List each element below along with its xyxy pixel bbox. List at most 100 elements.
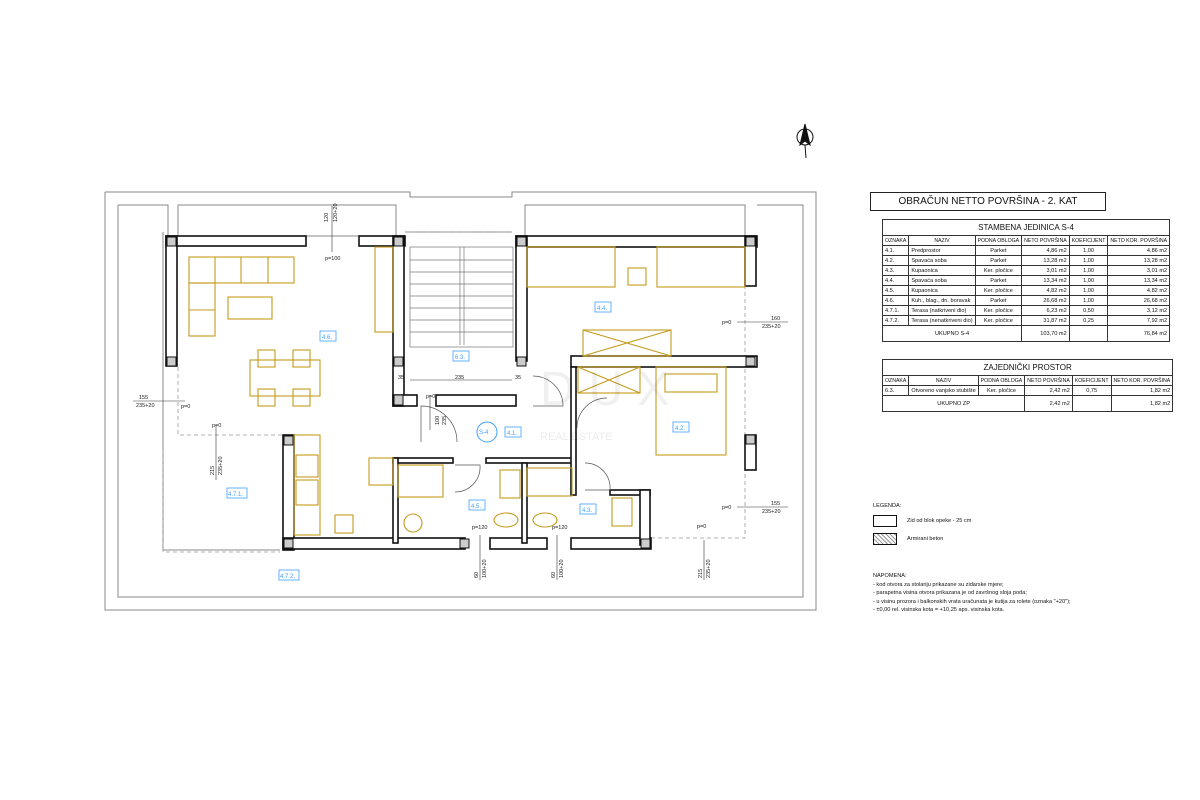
total-label: UKUPNO S-4	[881, 325, 1023, 342]
dim: 100	[435, 416, 441, 425]
dim: 215	[698, 569, 704, 578]
column-header: KOEFICIJENT	[1068, 235, 1109, 246]
table-cell: 3,01 m2	[1021, 265, 1070, 276]
table-cell: Otvoreno vanjsko stubište	[908, 385, 979, 396]
dim: 35	[515, 375, 521, 381]
dim: 35	[398, 375, 404, 381]
table-cell: 0,50	[1068, 305, 1109, 316]
table-cell: 1,00	[1068, 265, 1109, 276]
table-cell: Ker. pločice	[974, 285, 1023, 296]
table-cell: 4,86 m2	[1107, 245, 1171, 256]
room-label-4-7-1: 4.7.1.	[228, 492, 243, 498]
table-cell: 4.1.	[881, 245, 910, 256]
notes-title: NAPOMENA:	[873, 573, 907, 579]
dim: 60	[551, 572, 557, 578]
note: - kod otvora za stolariju prikazane su z…	[873, 581, 1004, 588]
column-header: NETO KOR. POVRŠINA	[1107, 235, 1171, 246]
column-header: NETO KOR. POVRŠINA	[1110, 375, 1174, 386]
table-cell: 4.4.	[881, 275, 910, 286]
table-caption: STAMBENA JEDINICA S-4	[881, 219, 1171, 236]
dim: 235+20	[218, 456, 224, 475]
concrete-swatch	[873, 533, 897, 545]
table-cell: 0,25	[1068, 315, 1109, 326]
table-cell: 13,34 m2	[1107, 275, 1171, 286]
total-kor: 76,84 m2	[1107, 325, 1171, 342]
table-cell: 1,00	[1068, 285, 1109, 296]
column-header: NAZIV	[908, 235, 976, 246]
dimension-labels: 120 120+20 p=100 155 235+20 p=0 p=0 215 …	[133, 203, 788, 580]
table-row: 4.7.1.Terasa (natkriveni dio)Ker. pločic…	[881, 305, 1171, 316]
room-label-6-3: 6.3.	[455, 355, 465, 361]
table-cell: Parket	[974, 275, 1023, 286]
dim: 235+20	[762, 324, 781, 330]
table-cell: 26,68 m2	[1107, 295, 1171, 306]
dim: p=120	[472, 525, 487, 531]
table-cell: Parket	[974, 255, 1023, 266]
walls	[165, 235, 758, 551]
dim: p=0	[426, 394, 435, 400]
dim: 235	[455, 375, 464, 381]
table-cell: 26,68 m2	[1021, 295, 1070, 306]
table-cell: 13,28 m2	[1107, 255, 1171, 266]
table-cell: 13,28 m2	[1021, 255, 1070, 266]
table-cell: 4,82 m2	[1107, 285, 1171, 296]
column-header: KOEFICIJENT	[1071, 375, 1112, 386]
table-cell: Ker. pločice	[974, 305, 1023, 316]
watermark-sub: REAL ESTATE	[540, 431, 613, 443]
doors[interactable]	[420, 375, 611, 493]
column-header: NETO POVRŠINA	[1024, 375, 1073, 386]
column-header: NAZIV	[908, 375, 979, 386]
page-title: OBRAČUN NETTO POVRŠINA - 2. KAT	[870, 192, 1106, 211]
table-cell: 4.7.2.	[881, 315, 910, 326]
dim: p=120	[552, 525, 567, 531]
unit-label: S-4	[479, 430, 489, 436]
table-cell: 4,86 m2	[1021, 245, 1070, 256]
dim: p=0	[722, 320, 731, 326]
dim: p=0	[181, 404, 190, 410]
column-header: OZNAKA	[881, 375, 910, 386]
dim: 60	[474, 572, 480, 578]
room-labels: 4.6. 4.7.1. 4.7.2. 6.3. 4.4. 4.2. 4.1. S…	[226, 301, 690, 581]
column-header: NETO POVRŠINA	[1021, 235, 1070, 246]
total-label: UKUPNO ZP	[881, 395, 1026, 412]
table-cell: 2,42 m2	[1024, 385, 1073, 396]
room-label-4-2: 4.2.	[675, 426, 685, 432]
table-cell: 4.3.	[881, 265, 910, 276]
table-cell: 4.7.1.	[881, 305, 910, 316]
table-cell: Parket	[974, 295, 1023, 306]
empty-cell	[1068, 325, 1109, 342]
empty-cell	[1071, 395, 1112, 412]
column-header: PODNA OBLOGA	[977, 375, 1026, 386]
table-cell: 3,01 m2	[1107, 265, 1171, 276]
column-header: PODNA OBLOGA	[974, 235, 1023, 246]
table-cell: Parket	[974, 245, 1023, 256]
table-cell: 6.3.	[881, 385, 910, 396]
furniture	[188, 246, 746, 536]
table-cell: 3,12 m2	[1107, 305, 1171, 316]
table-cell: 1,00	[1068, 295, 1109, 306]
covered-terrace-edge	[162, 231, 746, 553]
dim: 120+20	[333, 203, 339, 222]
dim: p=0	[212, 423, 221, 429]
brick-wall-swatch	[873, 515, 897, 527]
table-row: 4.7.2.Terasa (nenatkriveni dio)Ker. ploč…	[881, 315, 1171, 326]
table-cell: Ker. pločice	[977, 385, 1026, 396]
staircase[interactable]	[409, 246, 514, 381]
table-cell: 7,92 m2	[1107, 315, 1171, 326]
table-cell: 13,34 m2	[1021, 275, 1070, 286]
table-cell: Terasa (nenatkriveni dio)	[908, 315, 976, 326]
dim: 235+20	[136, 403, 155, 409]
table-cell: 1,00	[1068, 255, 1109, 266]
dim: 155	[139, 395, 148, 401]
table-cell: Spavaća soba	[908, 275, 976, 286]
table-cell: Ker. pločice	[974, 265, 1023, 276]
table-cell: Kupaonica	[908, 285, 976, 296]
